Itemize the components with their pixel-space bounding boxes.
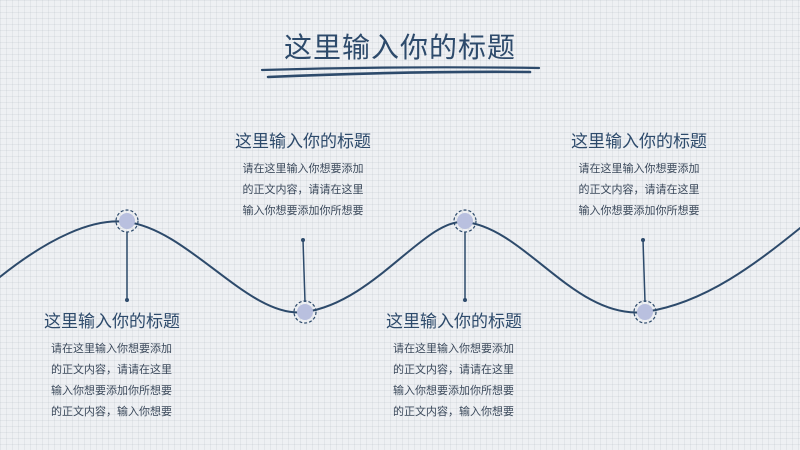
block-1-line: 的正文内容，输入你想要 [51, 405, 172, 418]
block-2-heading: 这里输入你的标题 [235, 132, 371, 152]
node-2 [293, 300, 317, 324]
connector-4-dot [641, 238, 645, 242]
text-block-3: 这里输入你的标题 请在这里输入你想要添加 的正文内容，请请在这里 输入你想要添加… [386, 310, 522, 422]
block-3-line: 的正文内容，输入你想要 [393, 405, 514, 418]
block-1-body: 请在这里输入你想要添加 的正文内容，请请在这里 输入你想要添加你所想要 的正文内… [44, 338, 180, 422]
connector-4 [642, 239, 646, 303]
text-block-1: 这里输入你的标题 请在这里输入你想要添加 的正文内容，请请在这里 输入你想要添加… [44, 310, 180, 422]
block-4-body: 请在这里输入你想要添加 的正文内容，请请在这里 输入你想要添加你所想要 [549, 158, 729, 221]
node-1 [115, 209, 139, 233]
connector-2 [302, 239, 306, 303]
block-3-line: 请在这里输入你想要添加 [393, 342, 514, 355]
block-4-line: 的正文内容，请请在这里 [578, 183, 700, 196]
block-1-line: 请在这里输入你想要添加 [51, 342, 172, 355]
title-underline [260, 66, 541, 79]
block-3-body: 请在这里输入你想要添加 的正文内容，请请在这里 输入你想要添加你所想要 的正文内… [386, 338, 522, 422]
block-4-line: 输入你想要添加你所想要 [578, 204, 700, 217]
block-2-line: 输入你想要添加你所想要 [242, 204, 364, 217]
block-1-line: 的正文内容，请请在这里 [51, 363, 172, 376]
connector-1-dot [125, 298, 129, 302]
block-1-line: 输入你想要添加你所想要 [51, 384, 172, 397]
block-4-line: 请在这里输入你想要添加 [578, 162, 700, 175]
block-2-line: 的正文内容，请请在这里 [242, 183, 364, 196]
block-3-line: 输入你想要添加你所想要 [393, 384, 514, 397]
block-4-heading: 这里输入你的标题 [571, 132, 707, 152]
text-block-2: 这里输入你的标题 请在这里输入你想要添加 的正文内容，请请在这里 输入你想要添加… [213, 130, 393, 221]
block-3-line: 的正文内容，请请在这里 [393, 363, 514, 376]
page-title: 这里输入你的标题 [283, 31, 516, 64]
connector-3-dot [463, 298, 467, 302]
block-2-line: 请在这里输入你想要添加 [242, 162, 364, 175]
node-3 [453, 209, 477, 233]
block-3-heading: 这里输入你的标题 [386, 312, 522, 332]
wave-line [0, 220, 800, 314]
connector-2-dot [301, 238, 305, 242]
text-block-4: 这里输入你的标题 请在这里输入你想要添加 的正文内容，请请在这里 输入你想要添加… [549, 130, 729, 221]
node-4 [633, 300, 657, 324]
block-2-body: 请在这里输入你想要添加 的正文内容，请请在这里 输入你想要添加你所想要 [213, 158, 393, 221]
block-1-heading: 这里输入你的标题 [44, 312, 180, 332]
